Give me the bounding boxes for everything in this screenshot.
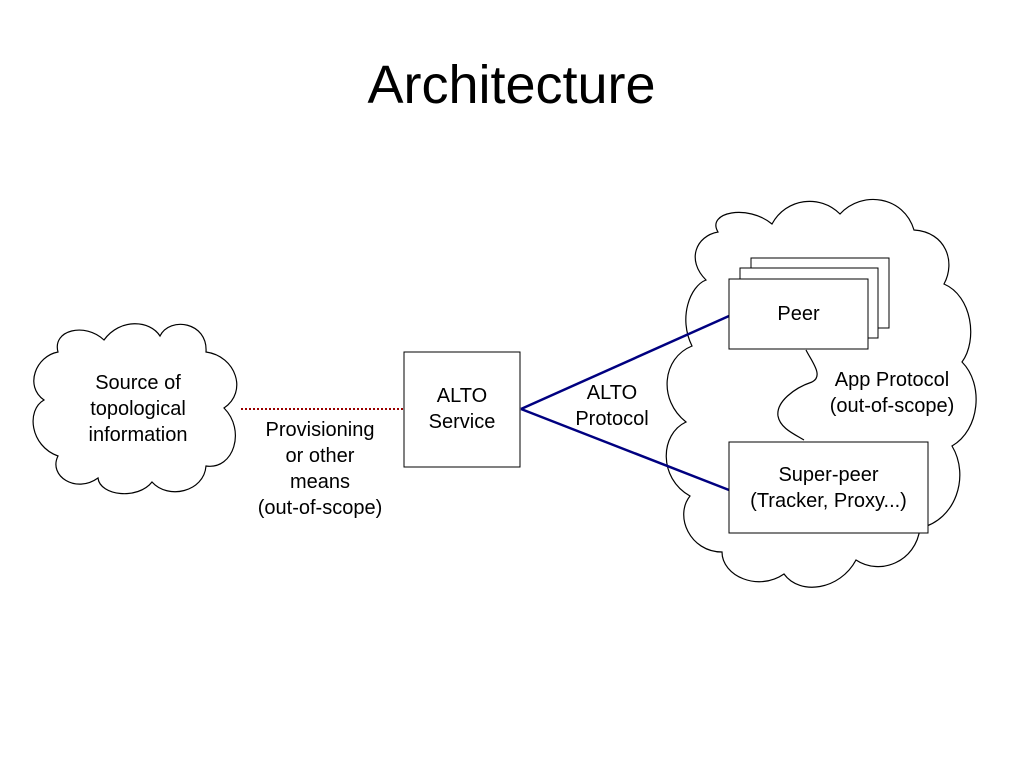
app-protocol-label-line-1: App Protocol [834, 369, 950, 391]
source-label-line-1: Source of [95, 372, 181, 394]
alto-service-label-line-2: Service [428, 411, 496, 433]
provisioning-label-line-4: (out-of-scope) [257, 497, 383, 519]
app-protocol-label: App Protocol (out-of-scope) [812, 367, 972, 419]
provisioning-label-line-3: means [289, 471, 351, 493]
super-peer-box [728, 441, 929, 534]
source-label-line-3: information [88, 424, 188, 446]
source-label-line-2: topological [90, 398, 186, 420]
source-label: Source of topological information [68, 370, 208, 448]
provisioning-label: Provisioning or other means (out-of-scop… [240, 417, 400, 521]
source-cloud [32, 323, 238, 495]
provisioning-label-line-1: Provisioning [265, 419, 375, 441]
alto-protocol-label-line-1: ALTO [586, 382, 638, 404]
peer-label: Peer [777, 303, 820, 325]
super-peer-label: Super-peer (Tracker, Proxy...) [729, 462, 928, 514]
provisioning-label-line-2: or other [285, 445, 355, 467]
alto-protocol-label-line-2: Protocol [575, 408, 649, 430]
slide-title: Architecture [367, 55, 656, 115]
super-peer-label-line-2: (Tracker, Proxy...) [750, 490, 907, 512]
alto-protocol-line-to-peer [520, 314, 730, 411]
app-protocol-label-line-2: (out-of-scope) [829, 395, 955, 417]
alto-service-label-line-1: ALTO [436, 385, 488, 407]
alto-service-label: ALTO Service [404, 383, 520, 435]
super-peer-label-line-1: Super-peer [778, 464, 879, 486]
peer-box-front [728, 278, 869, 350]
alto-service-box [403, 351, 521, 468]
app-protocol-curve [777, 349, 818, 441]
alto-protocol-line-to-super-peer [520, 407, 730, 492]
alto-protocol-label: ALTO Protocol [562, 380, 662, 432]
